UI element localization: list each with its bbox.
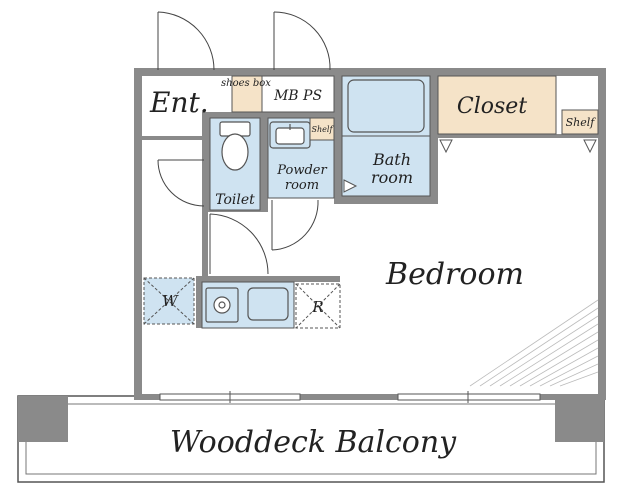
closet-shelf-label: Shelf [566, 116, 597, 129]
interior-door-swings [157, 159, 319, 275]
closet-area [437, 75, 557, 135]
balcony [17, 395, 605, 483]
shoes-box-area [231, 75, 263, 113]
bathtub [347, 79, 425, 133]
balcony-label: Wooddeck Balcony [170, 425, 457, 460]
washer-label: W [162, 292, 179, 310]
bath-room-label-2: room [371, 168, 413, 187]
washer-space [143, 277, 195, 325]
outer-walls [134, 68, 606, 400]
powder-room-label-2: room [285, 178, 319, 193]
shoes-box-label: shoes box [221, 78, 271, 89]
closet-door-markers [439, 139, 597, 154]
closet-label: Closet [457, 94, 527, 119]
interior-walls [142, 68, 598, 328]
refrigerator-space [295, 283, 341, 329]
bath-room-label-1: Bath [372, 150, 411, 169]
powder-shelf [309, 117, 335, 141]
powder-room-label-1: Powder [276, 163, 327, 178]
toilet-label: Toilet [215, 192, 255, 208]
bedroom-label: Bedroom [385, 257, 524, 292]
bedroom-floor-hatch [469, 299, 599, 387]
mb-ps-area [261, 75, 335, 113]
entrance-label: Ent. [149, 86, 209, 119]
powder-sink [269, 121, 311, 149]
bath-door-marker [343, 179, 358, 193]
refrigerator-label: R [311, 298, 323, 316]
toilet-fixture [219, 121, 251, 171]
entrance-door-swing [157, 11, 331, 71]
mb-ps-label: MB PS [273, 88, 322, 104]
closet-shelf [561, 109, 599, 135]
powder-shelf-label: Shelf [312, 125, 335, 134]
balcony-windows [159, 391, 541, 403]
kitchen-fixtures [205, 287, 289, 323]
